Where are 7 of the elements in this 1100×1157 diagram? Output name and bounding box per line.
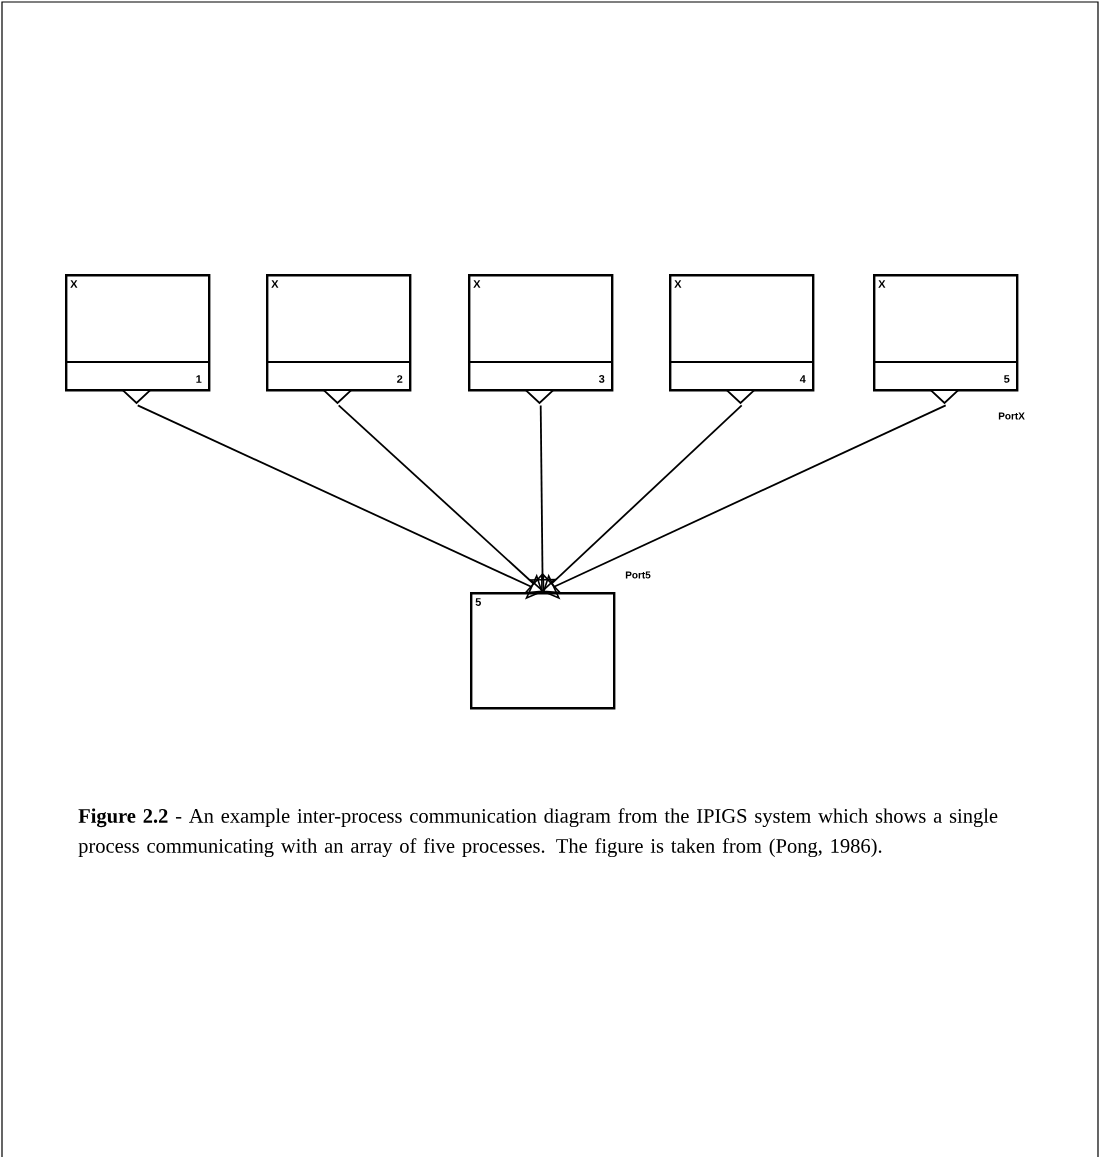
- process-box: 5: [470, 592, 616, 710]
- figure-caption: Figure 2.2 - An example inter-process communication diagram from the IPIGS system which shows a single process communicating with an array of five processes. The figure is taken from (Pong, 1986).: [78, 808, 998, 858]
- port-label: PortX: [998, 412, 1025, 420]
- connector: [542, 404, 947, 600]
- port-label: Port5: [625, 571, 651, 579]
- connector: [337, 404, 543, 594]
- connector: [542, 404, 743, 594]
